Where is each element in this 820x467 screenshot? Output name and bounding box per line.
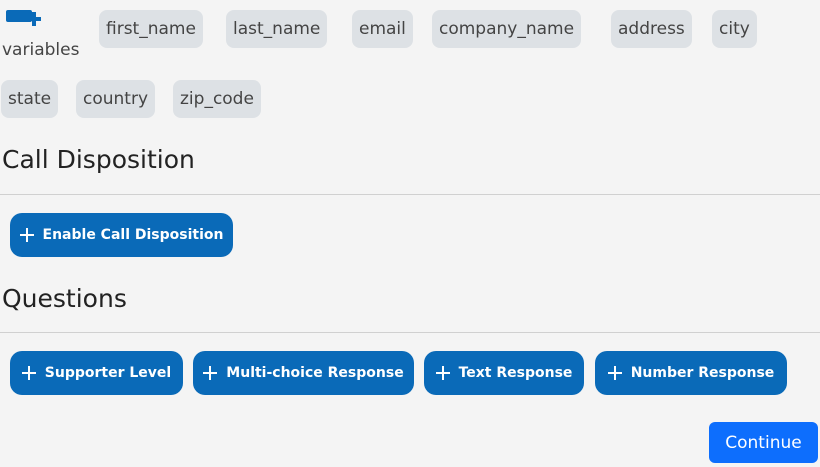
plus-icon — [21, 366, 36, 380]
plus-icon — [19, 228, 34, 242]
text-response-label: Text Response — [458, 365, 573, 381]
enable-call-disposition-button[interactable]: Enable Call Disposition — [10, 213, 233, 257]
variable-chip-company-name[interactable]: company_name — [432, 10, 582, 48]
variable-chip-zip-code[interactable]: zip_code — [173, 80, 261, 118]
variables-label: variables — [2, 40, 80, 60]
plus-icon — [435, 366, 450, 380]
add-supporter-level-button[interactable]: Supporter Level — [10, 351, 183, 395]
variable-chip-city[interactable]: city — [712, 10, 757, 48]
variables-header: variables — [2, 4, 92, 64]
enable-call-disposition-label: Enable Call Disposition — [42, 227, 224, 243]
variable-chip-country[interactable]: country — [76, 80, 156, 118]
add-number-response-button[interactable]: Number Response — [595, 351, 787, 395]
continue-button[interactable]: Continue — [709, 422, 818, 463]
add-variable-icon[interactable] — [6, 6, 46, 32]
number-response-label: Number Response — [630, 365, 775, 381]
call-disposition-divider — [0, 194, 820, 195]
variable-chip-first-name[interactable]: first_name — [99, 10, 203, 48]
questions-title: Questions — [2, 284, 127, 313]
plus-icon — [607, 366, 622, 380]
variable-chip-last-name[interactable]: last_name — [226, 10, 328, 48]
add-multi-choice-response-button[interactable]: Multi-choice Response — [193, 351, 414, 395]
questions-divider — [0, 332, 820, 333]
call-disposition-title: Call Disposition — [2, 145, 195, 174]
supporter-level-label: Supporter Level — [44, 365, 172, 381]
variable-chip-email[interactable]: email — [352, 10, 413, 48]
add-text-response-button[interactable]: Text Response — [424, 351, 584, 395]
variable-chip-address[interactable]: address — [611, 10, 692, 48]
variable-chip-state[interactable]: state — [1, 80, 59, 118]
plus-icon — [203, 366, 218, 380]
multi-choice-response-label: Multi-choice Response — [226, 365, 404, 381]
